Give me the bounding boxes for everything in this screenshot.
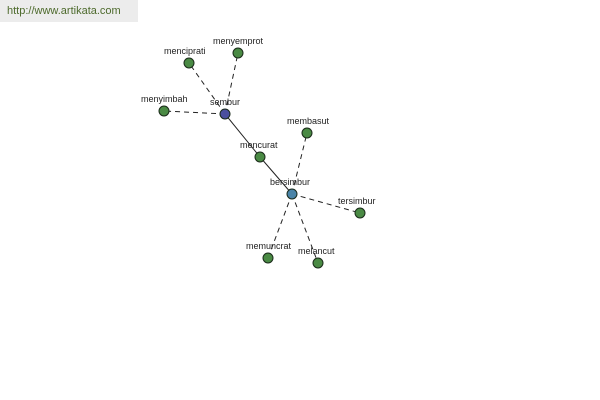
edge-sembur-mencurat bbox=[224, 113, 261, 158]
node-label-melancut: melancut bbox=[298, 246, 335, 256]
edge-mencurat-bersimbur bbox=[259, 156, 293, 195]
node-label-sembur: sembur bbox=[210, 97, 240, 107]
node-circle-mencipratl[interactable] bbox=[183, 57, 195, 69]
node-mencipratl[interactable]: menciprati bbox=[164, 46, 206, 69]
node-circle-sembur[interactable] bbox=[219, 108, 231, 120]
node-label-memuncrat: memuncrat bbox=[246, 241, 292, 251]
node-circle-mencurat[interactable] bbox=[254, 151, 266, 163]
node-label-bersimbur: bersimbur bbox=[270, 177, 310, 187]
node-circle-menyimbah[interactable] bbox=[158, 105, 170, 117]
node-memuncrat[interactable]: memuncrat bbox=[246, 241, 292, 264]
node-sembur[interactable]: sembur bbox=[210, 97, 240, 120]
edge-bersimbur-membasut bbox=[291, 132, 308, 195]
node-circle-bersimbur[interactable] bbox=[286, 188, 298, 200]
edge-layer bbox=[163, 52, 361, 264]
node-circle-membasut[interactable] bbox=[301, 127, 313, 139]
node-circle-memuncrat[interactable] bbox=[262, 252, 274, 264]
node-label-mencurat: mencurat bbox=[240, 140, 278, 150]
edge-sembur-mencipratl bbox=[188, 62, 226, 115]
node-tersimbur[interactable]: tersimbur bbox=[338, 196, 376, 219]
node-bersimbur[interactable]: bersimbur bbox=[270, 177, 310, 200]
edge-sembur-menyemprot bbox=[224, 52, 239, 115]
node-label-membasut: membasut bbox=[287, 116, 330, 126]
node-layer: sembur menciprati menyemprot menyimbah mencu… bbox=[141, 36, 376, 269]
node-circle-menyemprot[interactable] bbox=[232, 47, 244, 59]
node-menyimbah[interactable]: menyimbah bbox=[141, 94, 188, 117]
node-label-mencipratl: menciprati bbox=[164, 46, 206, 56]
node-menyemprot[interactable]: menyemprot bbox=[213, 36, 264, 59]
node-membasut[interactable]: membasut bbox=[287, 116, 330, 139]
node-label-menyemprot: menyemprot bbox=[213, 36, 264, 46]
edge-bersimbur-memuncrat bbox=[267, 193, 293, 259]
node-circle-tersimbur[interactable] bbox=[354, 207, 366, 219]
edge-bersimbur-melancut bbox=[291, 193, 319, 264]
node-label-tersimbur: tersimbur bbox=[338, 196, 376, 206]
node-circle-melancut[interactable] bbox=[312, 257, 324, 269]
edge-sembur-menyimbah bbox=[163, 110, 226, 115]
node-label-menyimbah: menyimbah bbox=[141, 94, 188, 104]
edge-bersimbur-tersimbur bbox=[291, 193, 361, 214]
site-url[interactable]: http://www.artikata.com bbox=[7, 5, 121, 17]
node-mencurat[interactable]: mencurat bbox=[240, 140, 278, 163]
site-badge: http://www.artikata.com bbox=[0, 0, 138, 22]
node-melancut[interactable]: melancut bbox=[298, 246, 335, 269]
